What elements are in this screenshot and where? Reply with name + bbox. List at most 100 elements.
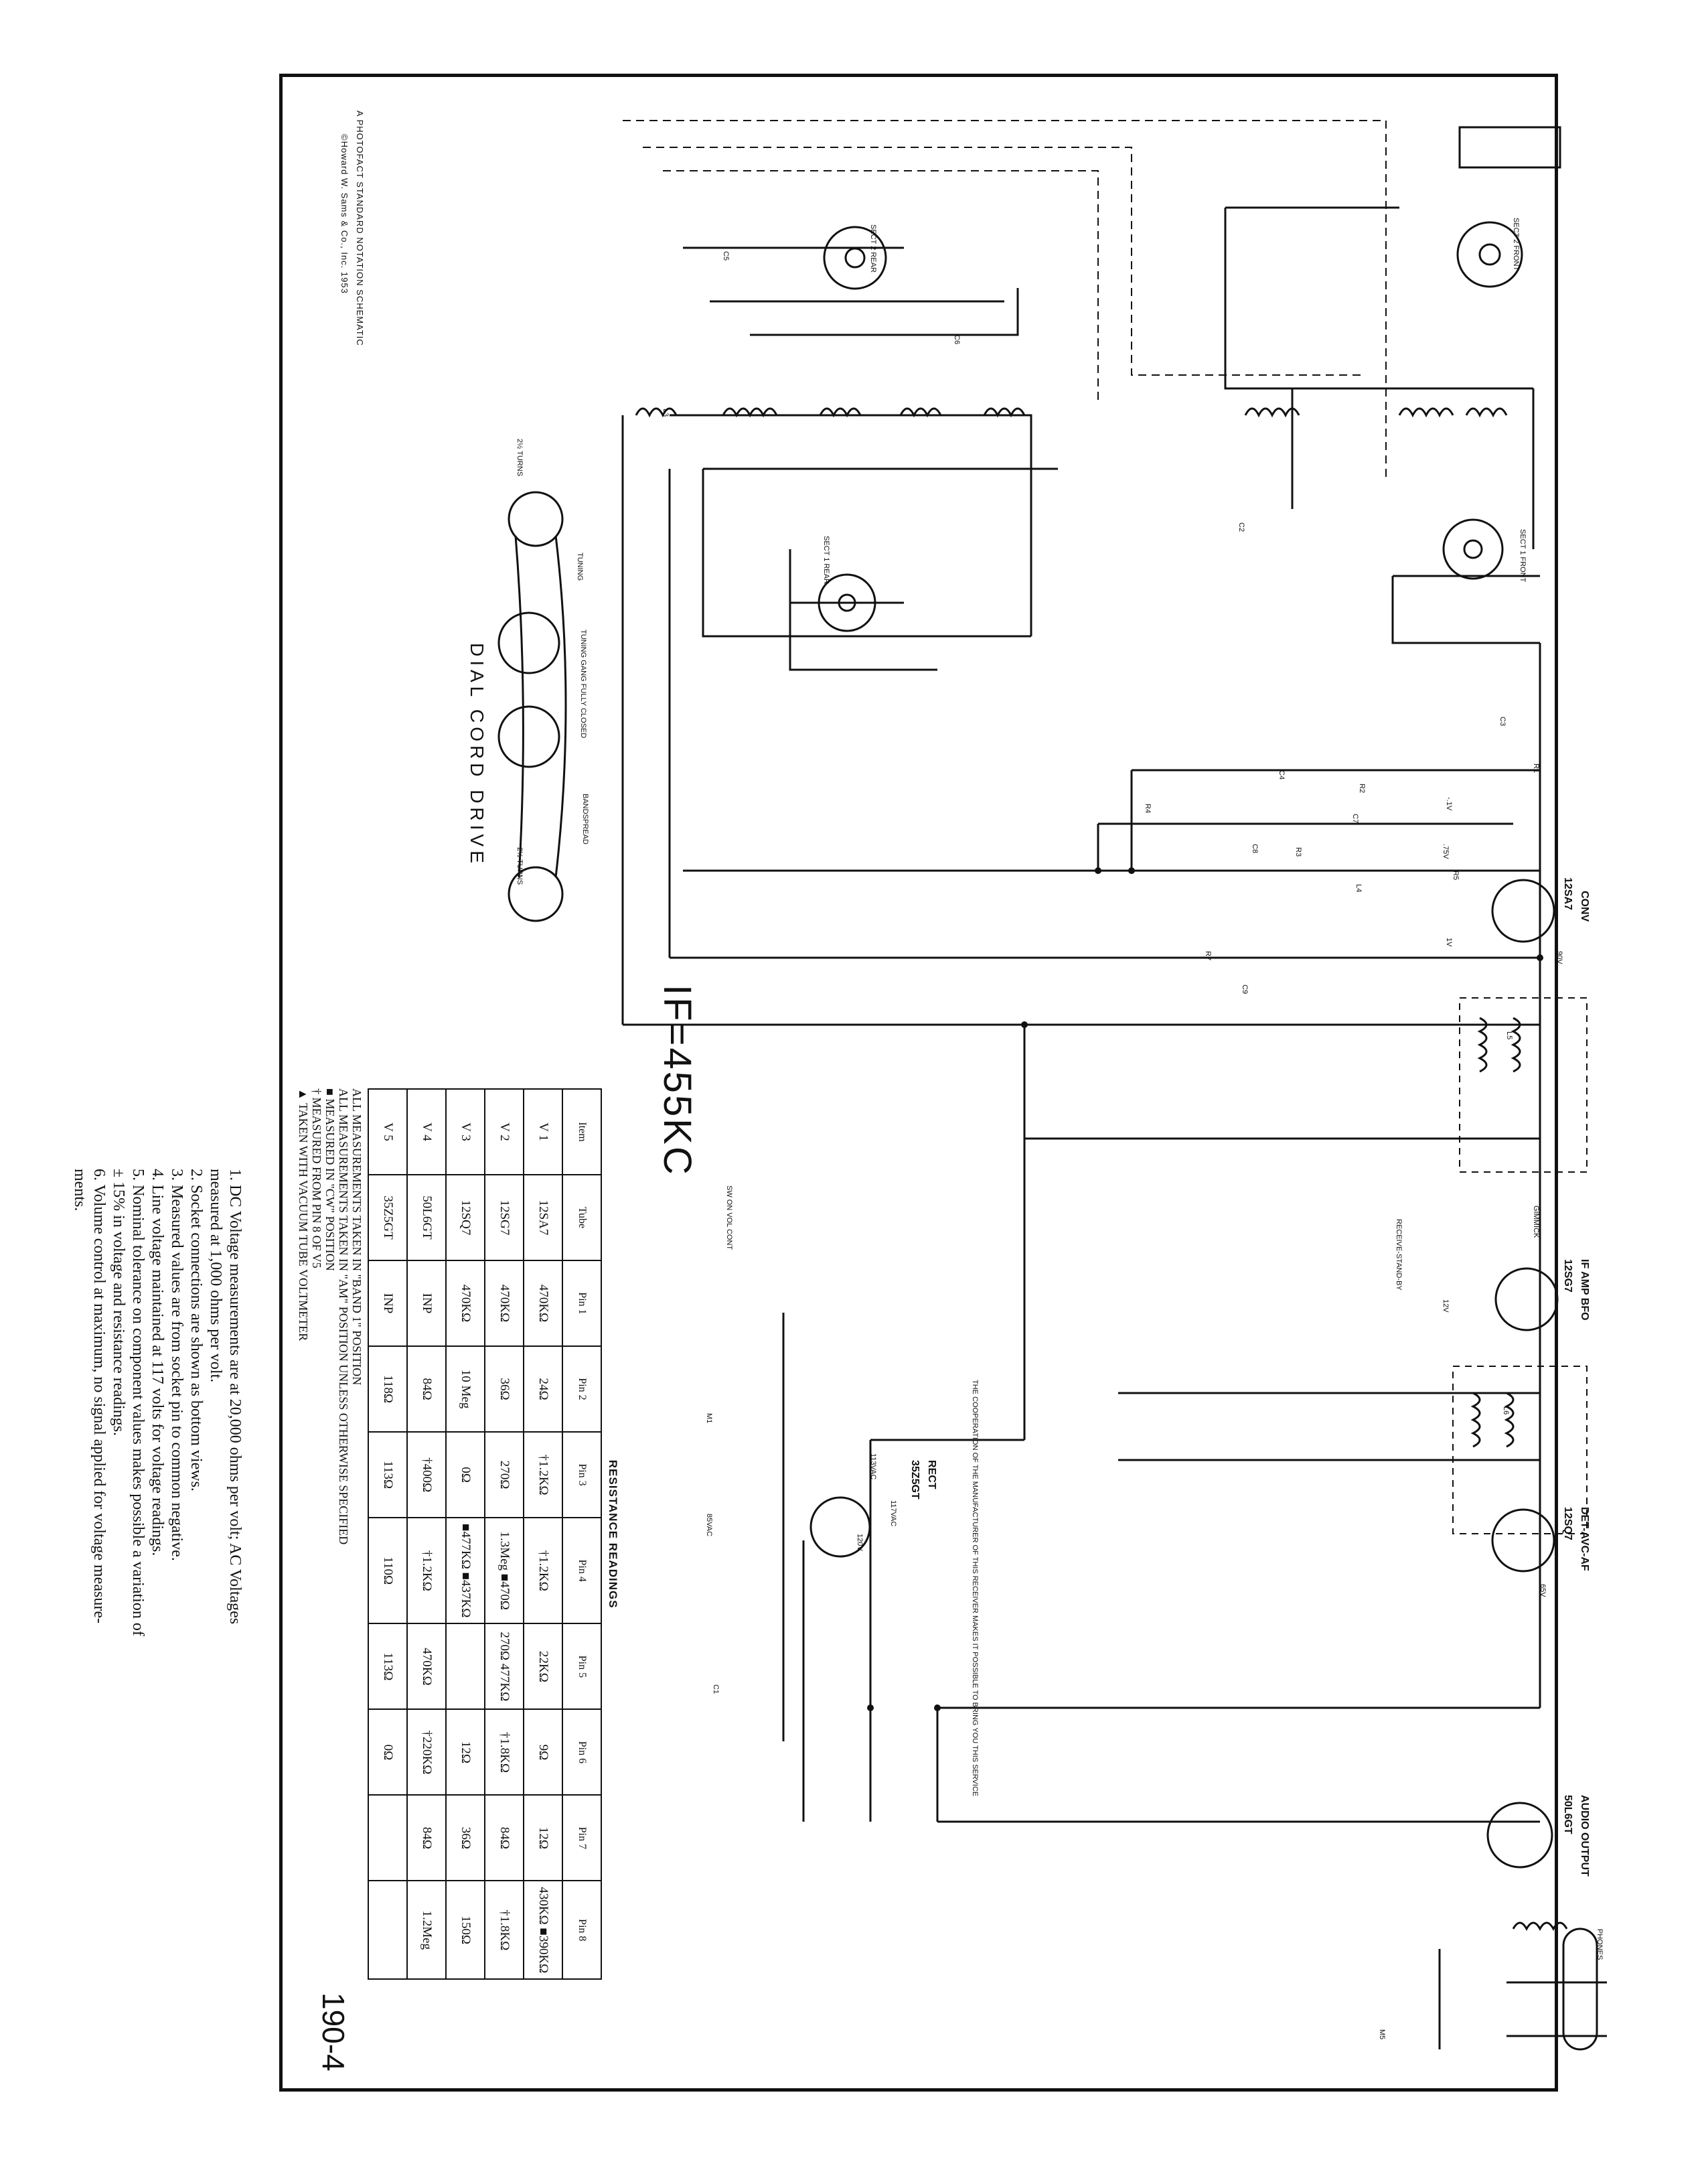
part-label: L6 (1502, 1406, 1510, 1415)
table-row: V 3 12SQ7 470KΩ 10 Meg 0Ω ■477KΩ ■437KΩ … (446, 1089, 485, 1980)
voltage-label: 90V (1555, 951, 1563, 964)
table-row: V 1 12SA7 470KΩ 24Ω †1.2KΩ †1.2KΩ 22KΩ 9… (524, 1089, 562, 1980)
part-label: C3 (1498, 717, 1506, 727)
column-header: Pin 7 (562, 1795, 601, 1881)
table-cell (368, 1795, 407, 1881)
dial-gang-closed-label: TUNING GANG FULLY CLOSED (579, 630, 587, 739)
part-label: C8 (1251, 844, 1259, 854)
voltage-label: 65V (1539, 1584, 1547, 1597)
table-cell: 9Ω (524, 1709, 562, 1796)
column-header: Pin 5 (562, 1623, 601, 1710)
resistance-note: ALL MEASUREMENTS TAKEN IN "BAND 1" POSIT… (350, 1088, 364, 1386)
v2-name: IF AMP BFO (1579, 1259, 1590, 1321)
part-label: R2 (1358, 784, 1366, 794)
sect2-front-label: SECT 2 FRONT (1512, 218, 1520, 271)
column-header: Tube (562, 1175, 601, 1260)
table-cell: 470KΩ (524, 1260, 562, 1346)
table-cell: 270Ω 477KΩ (485, 1623, 524, 1710)
table-cell: †400Ω (407, 1432, 446, 1518)
part-label: L4 (1355, 884, 1363, 893)
part-label: C2 (1237, 522, 1245, 532)
dial-cord-title: DIAL CORD DRIVE (467, 643, 487, 867)
table-cell: 10 Meg (446, 1346, 485, 1432)
table-cell: 12SA7 (524, 1175, 562, 1260)
table-cell: 12Ω (446, 1709, 485, 1796)
table-cell: 470KΩ (407, 1623, 446, 1710)
table-cell: 110Ω (368, 1518, 407, 1624)
part-label: C6 (953, 335, 961, 345)
v5-name: RECT (926, 1460, 937, 1489)
column-header: Item (562, 1089, 601, 1175)
column-header: Pin 6 (562, 1709, 601, 1796)
part-label: R3 (1294, 847, 1302, 857)
sect1-rear-label: SECT 1 REAR (822, 536, 830, 584)
table-cell: 35Z5GT (368, 1175, 407, 1260)
table-cell: 22KΩ (524, 1623, 562, 1710)
table-cell: 84Ω (407, 1346, 446, 1432)
table-header-row: Item Tube Pin 1 Pin 2 Pin 3 Pin 4 Pin 5 … (562, 1089, 601, 1980)
table-cell: †1.2KΩ (407, 1518, 446, 1624)
sw-on-vol-label: SW ON VOL CONT (725, 1185, 733, 1250)
footnote-line: 1. DC Voltage measurements are at 20,000… (226, 1169, 244, 1625)
column-header: Pin 4 (562, 1518, 601, 1624)
v1-name: CONV (1579, 891, 1590, 922)
footnote-line: 2. Socket connections are shown as botto… (187, 1169, 205, 1491)
voltage-label: 120V (856, 1534, 864, 1551)
table-cell: 430KΩ ■390KΩ (524, 1881, 562, 1980)
footnote-line: 5. Nominal tolerance on component values… (129, 1169, 147, 1636)
part-label: L5 (1505, 1031, 1513, 1040)
part-label: R7 (1204, 951, 1212, 961)
part-label: R1 (1532, 763, 1540, 774)
part-label: C7 (1351, 814, 1359, 824)
table-cell: 0Ω (446, 1432, 485, 1518)
table-cell: ■477KΩ ■437KΩ (446, 1518, 485, 1624)
table-cell: 113Ω (368, 1623, 407, 1710)
column-header: Pin 2 (562, 1346, 601, 1432)
part-label: M5 (1378, 2029, 1386, 2040)
dial-bandspread-label: BANDSPREAD (581, 794, 589, 845)
table-cell: †1.2KΩ (524, 1432, 562, 1518)
part-label: C5 (722, 251, 730, 261)
v3-type: 12SQ7 (1562, 1507, 1573, 1540)
part-label: M1 (705, 1413, 713, 1424)
table-cell: 0Ω (368, 1709, 407, 1796)
resistance-table: Item Tube Pin 1 Pin 2 Pin 3 Pin 4 Pin 5 … (368, 1088, 602, 1980)
table-cell: 113Ω (368, 1432, 407, 1518)
table-cell (446, 1623, 485, 1710)
part-label: C1 (712, 1684, 720, 1694)
table-cell: V 4 (407, 1089, 446, 1175)
table-cell: 1.3Meg ■470Ω (485, 1518, 524, 1624)
footnotes: 1. DC Voltage measurements are at 20,000… (70, 1169, 244, 1636)
resistance-note: † MEASURED FROM PIN 8 OF V5 (310, 1088, 323, 1268)
column-header: Pin 8 (562, 1881, 601, 1980)
v4-type: 50L6GT (1562, 1795, 1573, 1834)
resistance-note: ALL MEASUREMENTS TAKEN IN "AM" POSITION … (337, 1088, 350, 1545)
table-cell: †220KΩ (407, 1709, 446, 1796)
part-label: C4 (1278, 770, 1286, 780)
table-cell: 118Ω (368, 1346, 407, 1432)
table-cell: 150Ω (446, 1881, 485, 1980)
table-cell: INP (407, 1260, 446, 1346)
voltage-label: -.1V (1445, 797, 1453, 811)
footnote-line: 6. Volume control at maximum, no signal … (90, 1169, 108, 1623)
if-frequency-label: IF=455KC (655, 985, 699, 1177)
part-label: R4 (1144, 804, 1152, 814)
part-label: R5 (1452, 871, 1460, 881)
table-row: V 5 35Z5GT INP 118Ω 113Ω 110Ω 113Ω 0Ω (368, 1089, 407, 1980)
table-cell: 84Ω (485, 1795, 524, 1881)
footnote-line: ± 15% in voltage and resistance readings… (110, 1169, 127, 1437)
voltage-label: 113VAC (869, 1453, 877, 1480)
gimmick-label: GIMMICK (1532, 1206, 1540, 1238)
schematic-frame (279, 74, 1558, 2092)
page-number: 190-4 (316, 1992, 351, 2071)
table-cell: V 2 (485, 1089, 524, 1175)
footnote-line: measured at 1,000 ohms per volt. (207, 1169, 224, 1383)
table-cell: †1.2KΩ (524, 1518, 562, 1624)
v3-name: DET-AVC-AF (1579, 1507, 1590, 1571)
table-cell: 470KΩ (446, 1260, 485, 1346)
table-cell: V 5 (368, 1089, 407, 1175)
credit-line-1: A PHOTOFACT STANDARD NOTATION SCHEMATIC (355, 111, 365, 346)
resistance-notes: ALL MEASUREMENTS TAKEN IN "BAND 1" POSIT… (297, 1088, 368, 1980)
footnote-line: 4. Line voltage maintained at 117 volts … (149, 1169, 166, 1556)
